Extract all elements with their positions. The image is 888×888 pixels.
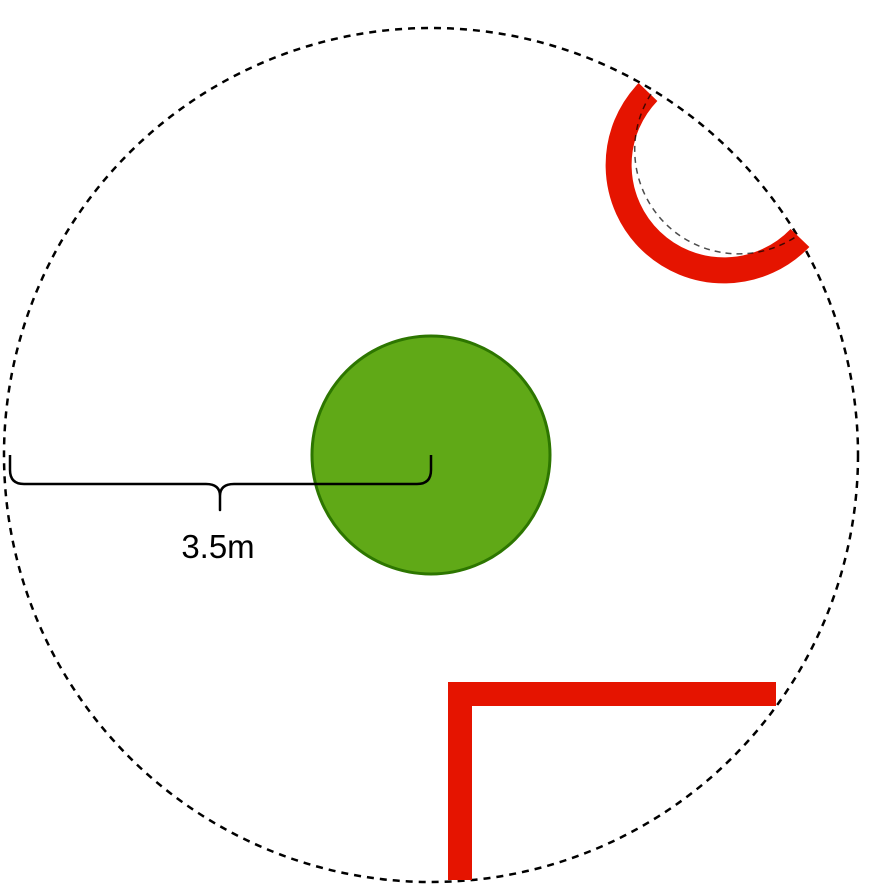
arc-obstacle-outline (633, 93, 798, 255)
radius-brace (8, 455, 433, 512)
arc-obstacle (605, 83, 810, 284)
wall-obstacle (448, 682, 776, 880)
range-boundary-circle (2, 26, 860, 884)
radius-label: 3.5m (181, 528, 254, 565)
